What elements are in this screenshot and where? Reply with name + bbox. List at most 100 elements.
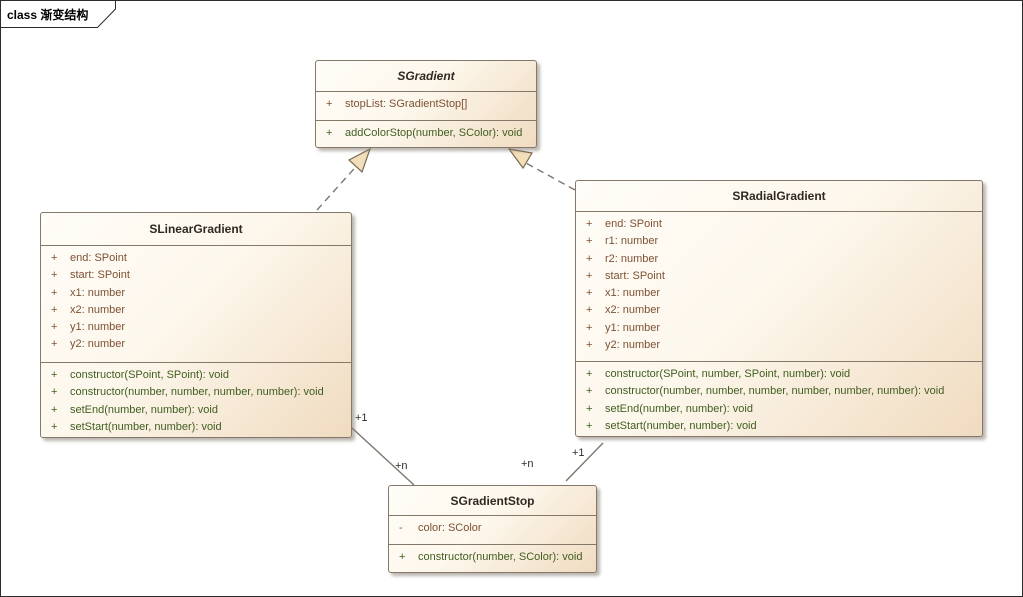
member-row: + start: SPoint (41, 267, 351, 284)
methods-section: + constructor(SPoint, number, SPoint, num… (576, 362, 982, 438)
realization-linear-arrowhead-icon (347, 147, 372, 174)
visibility-symbol: - (399, 522, 403, 534)
class-box-sgradient[interactable]: SGradient +stopList: SGradientStop[] + ad… (315, 60, 537, 148)
class-title: SLinearGradient (41, 213, 351, 246)
multiplicity-label: +n (521, 458, 534, 470)
member-text: y1: number (70, 321, 126, 334)
visibility-symbol: + (586, 339, 593, 352)
visibility-symbol: + (51, 252, 58, 264)
frame-label: class 渐变结构 (7, 8, 89, 22)
class-box-slineargradient[interactable]: SLinearGradient + end: SPoint + start: SPoi… (40, 212, 352, 438)
visibility-symbol: + (586, 252, 593, 265)
member-row: +stopList: SGradientStop[] (316, 96, 536, 113)
visibility-symbol: + (51, 338, 58, 351)
member-row: + setEnd(number, number): void (576, 401, 982, 418)
realization-linear-line[interactable] (316, 160, 362, 211)
visibility-symbol: + (586, 402, 593, 415)
visibility-symbol: + (51, 386, 58, 399)
member-text: constructor(SPoint, number, SPoint, numb… (605, 368, 851, 380)
member-row: + start: SPoint (576, 268, 982, 285)
visibility-symbol: + (586, 304, 593, 317)
attributes-section: + end: SPoint + r1: number + r2: number + start… (576, 212, 982, 362)
visibility-symbol: + (586, 218, 593, 230)
member-text: start: SPoint (70, 269, 130, 282)
association-linear-stop-line[interactable] (351, 427, 415, 486)
multiplicity-label: +1 (355, 412, 368, 424)
member-row: + addColorStop(number, SColor): void (316, 125, 536, 142)
member-row: +x2: number (41, 302, 351, 319)
class-title: SGradientStop (389, 486, 596, 516)
multiplicity-label: +1 (572, 447, 585, 459)
member-row: + constructor(number, SColor): void (389, 549, 596, 566)
member-text: constructor(number, SColor): void (418, 551, 583, 563)
realization-radial-line[interactable] (525, 162, 576, 191)
visibility-symbol: + (51, 369, 58, 381)
member-text: setEnd(number, number): void (70, 403, 218, 416)
member-text: constructor(SPoint, SPoint): void (70, 369, 229, 381)
member-row: + y1: number (41, 319, 351, 336)
member-text: start: SPoint (605, 269, 665, 282)
class-box-sradialgradient[interactable]: SRadialGradient +end: SPoint+r1: number+… (575, 180, 983, 437)
member-row: +constructor(SPoint, number, SPoint, num… (576, 366, 982, 383)
member-text: end: SPoint (605, 218, 662, 230)
member-row: + constructor(number, number, number, num… (576, 383, 982, 400)
attributes-section: +stopList: SGradientStop[] (316, 92, 536, 121)
member-row: +setEnd(number, number): void (41, 402, 351, 419)
visibility-symbol: + (586, 385, 593, 398)
class-title: SRadialGradient (576, 181, 982, 212)
member-text: color: SColor (418, 522, 482, 534)
member-row: + x2: number (576, 302, 982, 319)
member-text: addColorStop(number, SColor): void (345, 127, 523, 139)
member-text: x2: number (70, 303, 126, 316)
member-row: + r2: number (576, 251, 982, 268)
member-row: + setStart(number, number): void (41, 419, 351, 436)
member-text: x2: number (605, 304, 661, 317)
member-text: constructor(number, number, number, numb… (605, 385, 945, 398)
member-text: constructor(number, number, number, numb… (70, 386, 324, 399)
attributes-section: - color: SColor (389, 516, 596, 545)
member-text: x1: number (605, 287, 661, 300)
member-row: + y2: number (576, 337, 982, 354)
attributes-section: +end: SPoint+start: SPoint+x1: number+x2… (41, 246, 351, 363)
visibility-symbol: + (586, 269, 593, 282)
visibility-symbol: + (586, 321, 593, 334)
member-row: +y2: number (41, 336, 351, 353)
methods-section: + addColorStop(number, SColor): void (316, 121, 536, 149)
visibility-symbol: + (51, 420, 58, 433)
member-row: + x1: number (41, 285, 351, 302)
member-text: setStart(number, number): void (605, 419, 757, 432)
multiplicity-label: +n (395, 460, 408, 472)
visibility-symbol: + (51, 269, 58, 282)
member-row: + end: SPoint (41, 250, 351, 267)
member-row: + r1: number (576, 233, 982, 250)
methods-section: + constructor(number, SColor): void (389, 545, 596, 574)
methods-section: + constructor(SPoint, SPoint): void + const… (41, 363, 351, 439)
visibility-symbol: + (326, 127, 333, 139)
visibility-symbol: + (586, 419, 593, 432)
association-radial-stop-line[interactable] (565, 442, 604, 482)
visibility-symbol: + (326, 98, 333, 110)
member-text: y1: number (605, 321, 661, 334)
class-box-sgradientstop[interactable]: SGradientStop - color: SColor + constructo… (388, 485, 597, 573)
member-text: x1: number (70, 286, 126, 299)
member-text: r2: number (605, 252, 659, 265)
frame-tab-shape (0, 0, 116, 28)
member-text: setEnd(number, number): void (605, 402, 753, 415)
realization-radial-arrowhead-icon (507, 148, 533, 170)
member-text: setStart(number, number): void (70, 420, 222, 433)
class-title: SGradient (316, 61, 536, 92)
member-text: end: SPoint (70, 252, 127, 264)
member-row: + y1: number (576, 320, 982, 337)
visibility-symbol: + (586, 235, 593, 248)
member-row: - color: SColor (389, 520, 596, 537)
member-row: +x1: number (576, 285, 982, 302)
member-text: r1: number (605, 235, 659, 248)
member-text: y2: number (605, 339, 661, 352)
visibility-symbol: + (51, 286, 58, 299)
member-row: + end: SPoint (576, 216, 982, 233)
visibility-symbol: + (51, 321, 58, 334)
member-row: + constructor(SPoint, SPoint): void (41, 367, 351, 384)
member-row: + setStart(number, number): void (576, 418, 982, 435)
visibility-symbol: + (399, 551, 406, 563)
